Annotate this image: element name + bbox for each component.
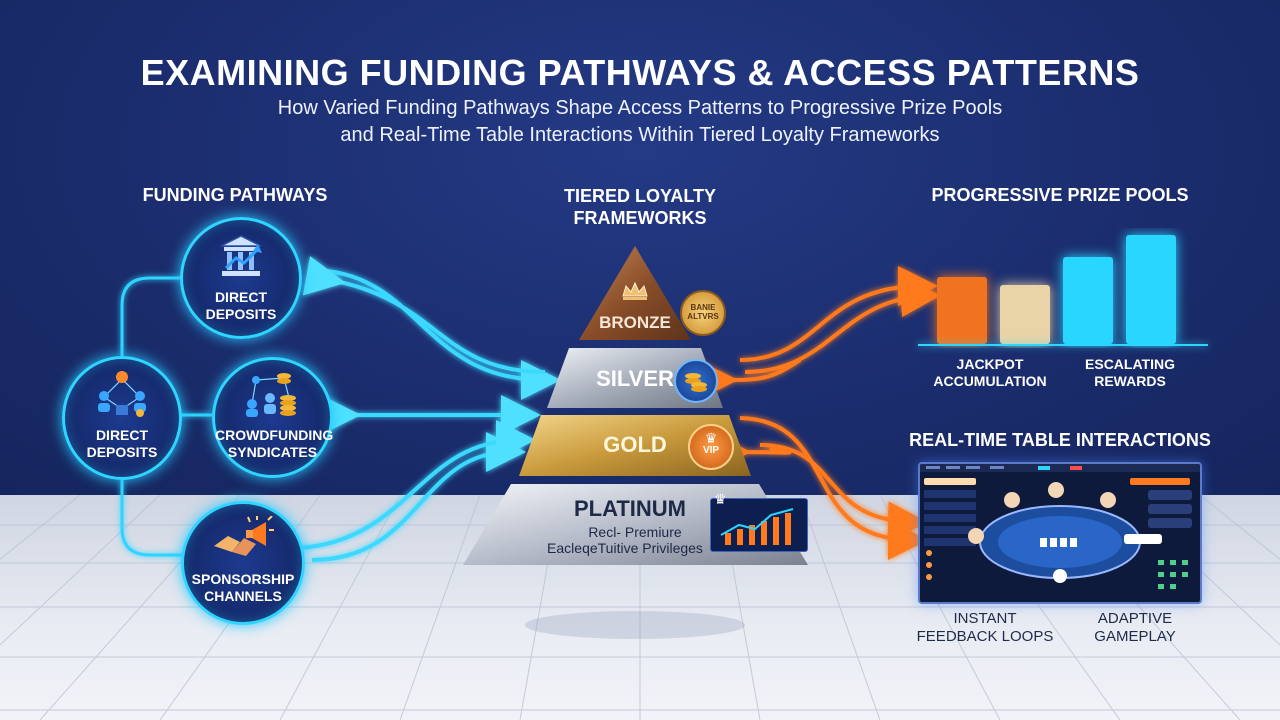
subtitle-line-1: How Varied Funding Pathways Shape Access… [277,97,1003,119]
prize-bar [1126,235,1176,344]
poker-table-screen [920,464,1200,589]
vip-badge: ♛ VIP [688,424,734,470]
bronze-badge-line-1: BANIE [690,303,716,312]
prize-bars [937,235,1176,344]
funding-heading: FUNDING PATHWAYS [142,185,328,205]
network-people-icon [98,371,146,417]
bronze-badge-line-2: ALTVRS [687,312,719,321]
crown-icon [622,281,648,297]
coins-badge [674,359,718,403]
crown-icon: ♛ [714,491,727,507]
platinum-chart-thumbnail [710,498,808,552]
handshake-megaphone-icon [214,516,274,556]
tier-bronze-label: BRONZE [599,313,671,332]
bank-icon [220,235,262,276]
node-direct-deposits-top[interactable]: DIRECT DEPOSITS [180,217,302,339]
node-label-line-1: SPONSORSHIP [191,571,295,587]
realtime-heading: REAL-TIME TABLE INTERACTIONS [909,430,1211,450]
page-title: EXAMINING FUNDING PATHWAYS & ACCESS PATT… [140,52,1140,93]
realtime-label-1-line-2: FEEDBACK LOOPS [916,628,1054,645]
node-sponsorship-channels[interactable]: SPONSORSHIP CHANNELS [181,501,305,625]
subtitle-line-2: and Real-Time Table Interactions Within … [340,124,940,146]
prize-label-2-line-1: ESCALATING [1085,356,1175,372]
tier-platinum-label: PLATINUM [573,496,687,521]
prize-heading: PROGRESSIVE PRIZE POOLS [931,185,1189,205]
orange-flow-arrows [697,266,941,560]
node-label-line-2: SYNDICATES [227,444,318,460]
prize-label-1-line-2: ACCUMULATION [933,373,1047,389]
prize-label-1-line-1: JACKPOT [956,356,1024,372]
tier-platinum-sub-1: Recl- Premiure [588,524,682,540]
node-direct-deposits-left[interactable]: DIRECT DEPOSITS [62,356,182,480]
crown-icon: ♛ [704,430,718,446]
loyalty-heading-line-2: FRAMEWORKS [573,208,707,228]
funding-network-lines [120,276,212,557]
node-crowdfunding-syndicates[interactable]: CROWDFUNDING SYNDICATES [212,357,333,478]
poker-table-dashboard[interactable] [918,462,1202,604]
vip-badge-label: VIP [702,445,720,456]
realtime-label-2-line-2: GAMEPLAY [1094,628,1176,645]
prize-bar [1000,285,1050,344]
bronze-badge: BANIE ALTVRS [680,290,726,336]
node-label-line-2: DEPOSITS [205,306,277,322]
prize-baseline [918,344,1208,346]
prize-bar [1063,257,1113,344]
tier-platinum-sub-2: EacleqeTuitive Privileges [547,540,703,556]
node-label-line-1: DIRECT [95,427,149,443]
realtime-label-2-line-1: ADAPTIVE [1097,610,1173,627]
tier-silver-label: SILVER [596,366,674,391]
coins-icon [685,373,707,392]
growth-chart-icon [720,508,794,545]
tier-gold-label: GOLD [603,432,667,457]
node-label-line-1: CROWDFUNDING [215,427,334,443]
prize-bar [937,277,987,344]
coin-network-icon [246,373,296,417]
prize-label-2-line-2: REWARDS [1094,373,1166,389]
node-label-line-2: DEPOSITS [86,444,158,460]
cyan-flow-arrows [299,256,561,562]
node-label-line-2: CHANNELS [204,588,282,604]
realtime-label-1-line-1: INSTANT [953,610,1017,627]
node-label-line-1: DIRECT [214,289,268,305]
loyalty-heading-line-1: TIERED LOYALTY [563,186,716,206]
